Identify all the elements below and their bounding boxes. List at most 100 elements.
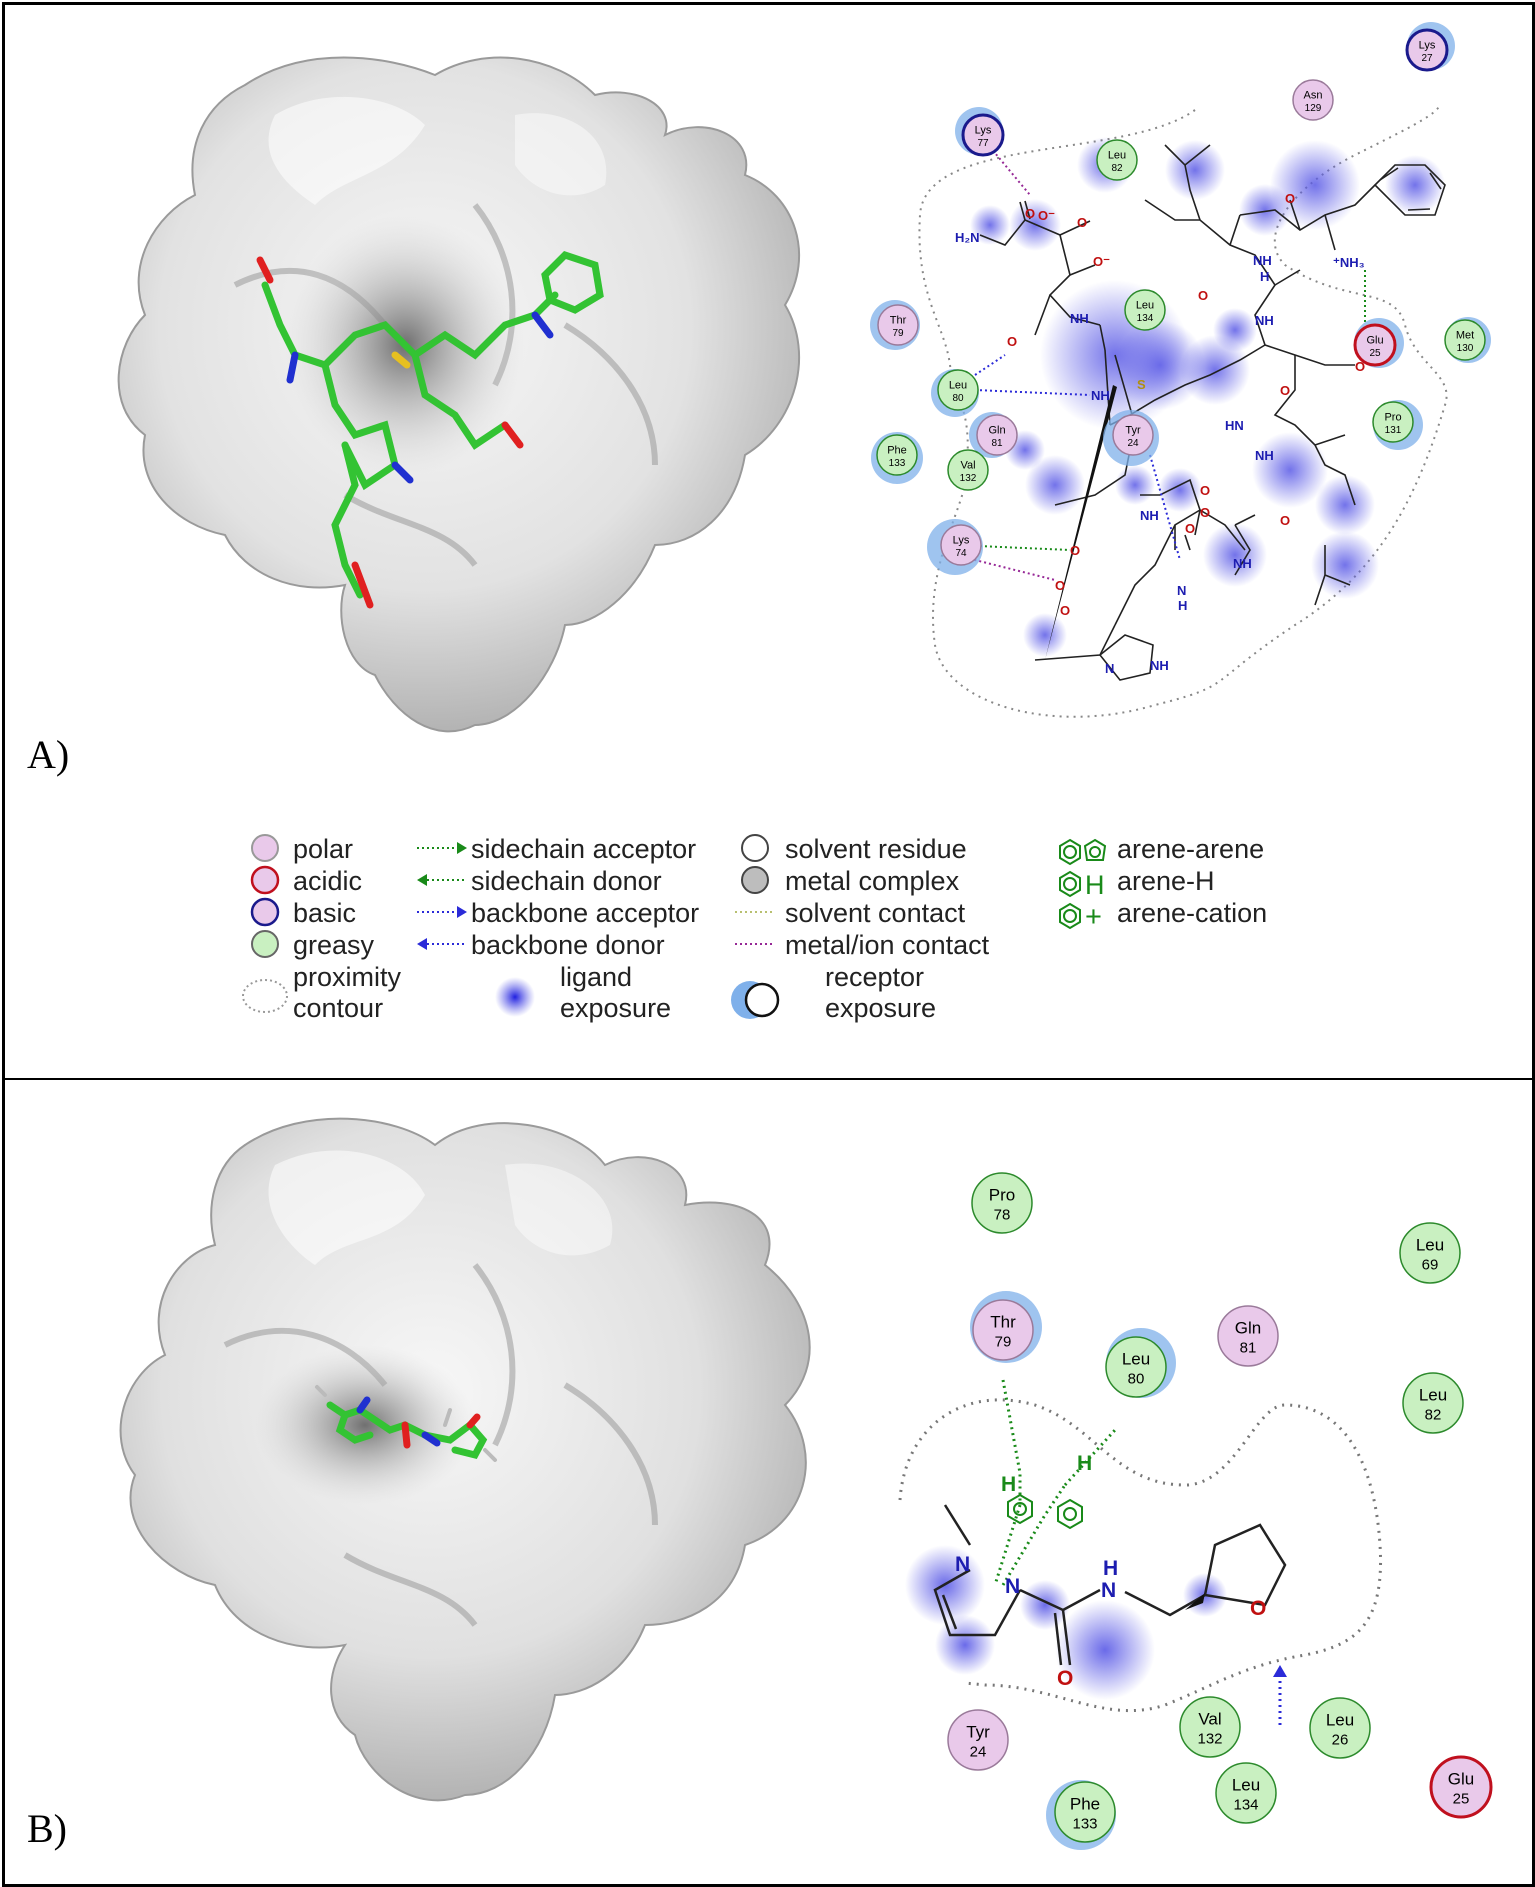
svg-text:sidechain donor: sidechain donor [471,866,662,896]
svg-text:sidechain acceptor: sidechain acceptor [471,834,696,864]
ligand-exposure-b [905,1545,1227,1700]
protein-surface-b [119,1117,811,1802]
residue-number: 134 [1137,313,1154,324]
legend-sidechain-acceptor: sidechain acceptor [417,834,696,864]
ligand-atoms-a: H₂N O O O⁻ O⁻ NH O NH NH O O N H O O N O… [955,191,1365,676]
atom-label: O [1200,483,1210,498]
atom-label: O [1250,1597,1266,1620]
legend-arene-h: H arene-H [1059,866,1215,900]
residue-leu-80: Leu 80 [1105,1328,1176,1398]
residue-number: 131 [1385,425,1402,436]
residue-number: 129 [1305,103,1322,114]
atom-label: ⁺NH₃ [1333,255,1365,270]
legend-greasy: greasy [251,930,375,960]
residue-name: Lys [975,124,992,136]
residue-number: 27 [1421,53,1433,64]
surface-highlight-a2 [515,113,607,196]
residue-name: Leu [1136,299,1154,311]
residue-name: Asn [1304,89,1323,101]
residue-number: 130 [1457,343,1474,354]
residue-name: Val [1198,1710,1221,1729]
svg-text:arene-arene: arene-arene [1117,834,1264,864]
atom-label: H [1178,598,1187,613]
atom-label: O [1060,603,1070,618]
legend-acidic: acidic [250,865,362,896]
panel-divider [5,1078,1532,1080]
ligand-sticks-b [315,1385,497,1462]
surface-highlight-a [268,96,425,205]
residue-number: 25 [1453,1791,1470,1808]
residue-number: 80 [952,393,964,404]
residue-name: Leu [1326,1711,1354,1730]
svg-text:arene-cation: arene-cation [1117,898,1267,928]
atom-label: O [1280,513,1290,528]
interaction-diagram-a: H₂N O O O⁻ O⁻ NH O NH NH O O N H O O N O… [870,22,1491,718]
atom-label: H [1077,1452,1092,1475]
residue-name: Gln [1235,1319,1261,1338]
residue-name: Leu [1108,149,1126,161]
residue-number: 132 [1197,1731,1222,1748]
atom-label: NH [1150,658,1169,673]
residue-number: 133 [1072,1816,1097,1833]
legend-basic: basic [250,897,356,928]
svg-text:solvent residue: solvent residue [785,834,967,864]
legend-backbone-donor: backbone donor [417,930,665,960]
legend-metal-complex: metal complex [741,866,960,896]
atom-label: NH [1255,448,1274,463]
residue-name: Phe [1070,1795,1100,1814]
residue-name: Thr [890,314,907,326]
residue-phe-133: Phe 133 [1046,1780,1116,1850]
residue-leu-134: Leu 134 [1124,289,1166,331]
residue-number: 80 [1128,1371,1145,1388]
residue-val-132: Val 132 [947,449,989,491]
ligand-skeleton-a [979,144,1446,681]
legend-arene-cation: + arene-cation [1059,898,1267,933]
svg-text:backbone donor: backbone donor [471,930,665,960]
binding-pocket-b [255,1345,475,1505]
residue-name: Thr [990,1313,1016,1332]
legend-solvent-residue: solvent residue [741,834,967,864]
svg-text:polar: polar [293,834,353,864]
atom-label: O [1198,288,1208,303]
atom-label: S [1137,377,1146,392]
residue-number: 78 [994,1207,1011,1224]
residue-number: 82 [1425,1407,1442,1424]
residue-name: Gln [988,424,1005,436]
atom-label: N [1177,583,1186,598]
atom-label: O [1185,521,1195,536]
residue-name: Val [960,459,975,471]
atom-label: O⁻ [1038,208,1055,223]
interaction-diagram-b: N N N H O O H H Pro78Leu69Thr79Gln81Leu8… [898,1172,1493,1850]
residue-number: 132 [960,473,977,484]
atom-label: O [1007,334,1017,349]
atom-label: O [1077,215,1087,230]
atom-label: NH [1253,253,1272,268]
atom-label: N [955,1553,970,1576]
interactions-a [954,134,1366,581]
svg-text:metal/ion contact: metal/ion contact [785,930,990,960]
residue-name: Leu [1122,1350,1150,1369]
svg-text:backbone acceptor: backbone acceptor [471,898,699,928]
ligand-skeleton-b [933,1504,1287,1666]
atom-label: O [1070,543,1080,558]
residue-name: Met [1456,329,1474,341]
atom-label: N [1005,1575,1020,1598]
atom-label: N [1101,1579,1116,1602]
arrow-head-b [1273,1665,1287,1677]
legend-sidechain-donor: sidechain donor [417,866,662,896]
panel-label-a: A) [27,732,70,777]
surface-groove-b [223,1263,658,1627]
